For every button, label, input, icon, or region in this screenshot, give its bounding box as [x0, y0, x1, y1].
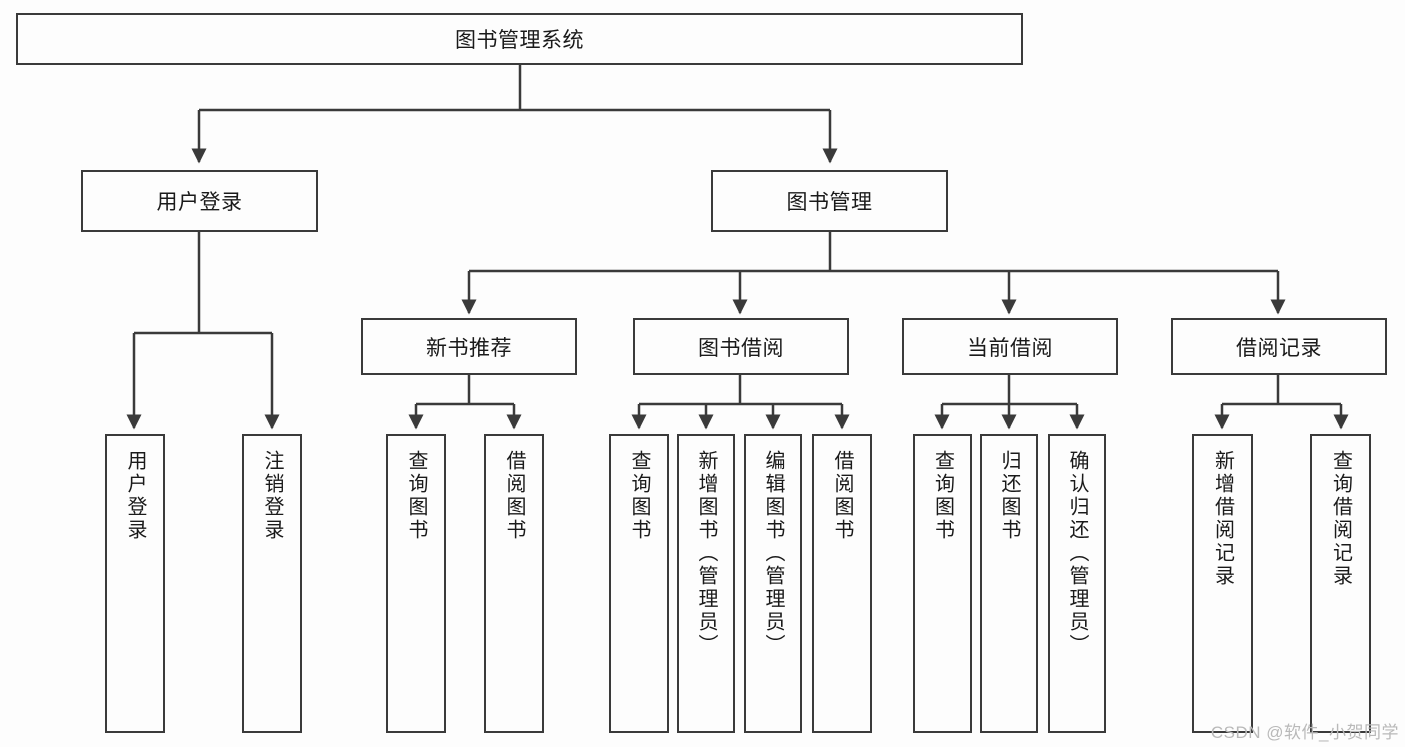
node-label: 借阅图书: [831, 450, 853, 542]
node-label: 新书推荐: [426, 336, 512, 360]
node-label: 确认归还（管理员）: [1066, 450, 1088, 657]
leaf-edit-book-admin[interactable]: 编辑图书（管理员）: [744, 434, 802, 733]
node-label: 图书管理: [786, 191, 873, 214]
node-label: 当前借阅: [967, 336, 1053, 360]
node-label: 注销登录: [261, 450, 283, 542]
leaf-confirm-return-admin[interactable]: 确认归还（管理员）: [1048, 434, 1106, 733]
leaf-add-book-admin[interactable]: 新增图书（管理员）: [677, 434, 735, 733]
node-root-system[interactable]: 图书管理系统: [16, 13, 1023, 65]
watermark-text: CSDN @软件_小贺同学: [1210, 723, 1399, 742]
leaf-query-book-current[interactable]: 查询图书: [913, 434, 972, 733]
leaf-query-book-recommend[interactable]: 查询图书: [386, 434, 446, 733]
node-label: 图书管理系统: [455, 29, 584, 52]
node-label: 查询借阅记录: [1329, 450, 1352, 588]
node-user-login[interactable]: 用户登录: [81, 170, 318, 232]
leaf-borrow-book[interactable]: 借阅图书: [812, 434, 872, 733]
leaf-logout[interactable]: 注销登录: [242, 434, 302, 733]
leaf-add-borrow-record[interactable]: 新增借阅记录: [1192, 434, 1253, 733]
node-new-book-recommend[interactable]: 新书推荐: [361, 318, 577, 375]
leaf-user-login[interactable]: 用户登录: [105, 434, 165, 733]
node-label: 归还图书: [998, 450, 1020, 542]
node-label: 查询图书: [405, 450, 427, 542]
node-book-management[interactable]: 图书管理: [711, 170, 948, 232]
leaf-borrow-book-recommend[interactable]: 借阅图书: [484, 434, 544, 733]
node-label: 用户登录: [124, 450, 146, 542]
node-borrow-record[interactable]: 借阅记录: [1171, 318, 1387, 375]
node-book-borrow[interactable]: 图书借阅: [633, 318, 849, 375]
node-label: 编辑图书（管理员）: [762, 450, 784, 657]
node-label: 新增借阅记录: [1211, 450, 1234, 588]
node-label: 查询图书: [628, 450, 650, 542]
node-label: 查询图书: [931, 450, 954, 542]
node-label: 图书借阅: [698, 336, 784, 360]
node-current-borrow[interactable]: 当前借阅: [902, 318, 1118, 375]
leaf-query-borrow-record[interactable]: 查询借阅记录: [1310, 434, 1371, 733]
node-label: 借阅图书: [503, 450, 525, 542]
node-label: 借阅记录: [1236, 336, 1322, 360]
leaf-query-book-borrow[interactable]: 查询图书: [609, 434, 669, 733]
node-label: 新增图书（管理员）: [695, 450, 717, 657]
node-label: 用户登录: [156, 191, 243, 214]
leaf-return-book[interactable]: 归还图书: [980, 434, 1038, 733]
